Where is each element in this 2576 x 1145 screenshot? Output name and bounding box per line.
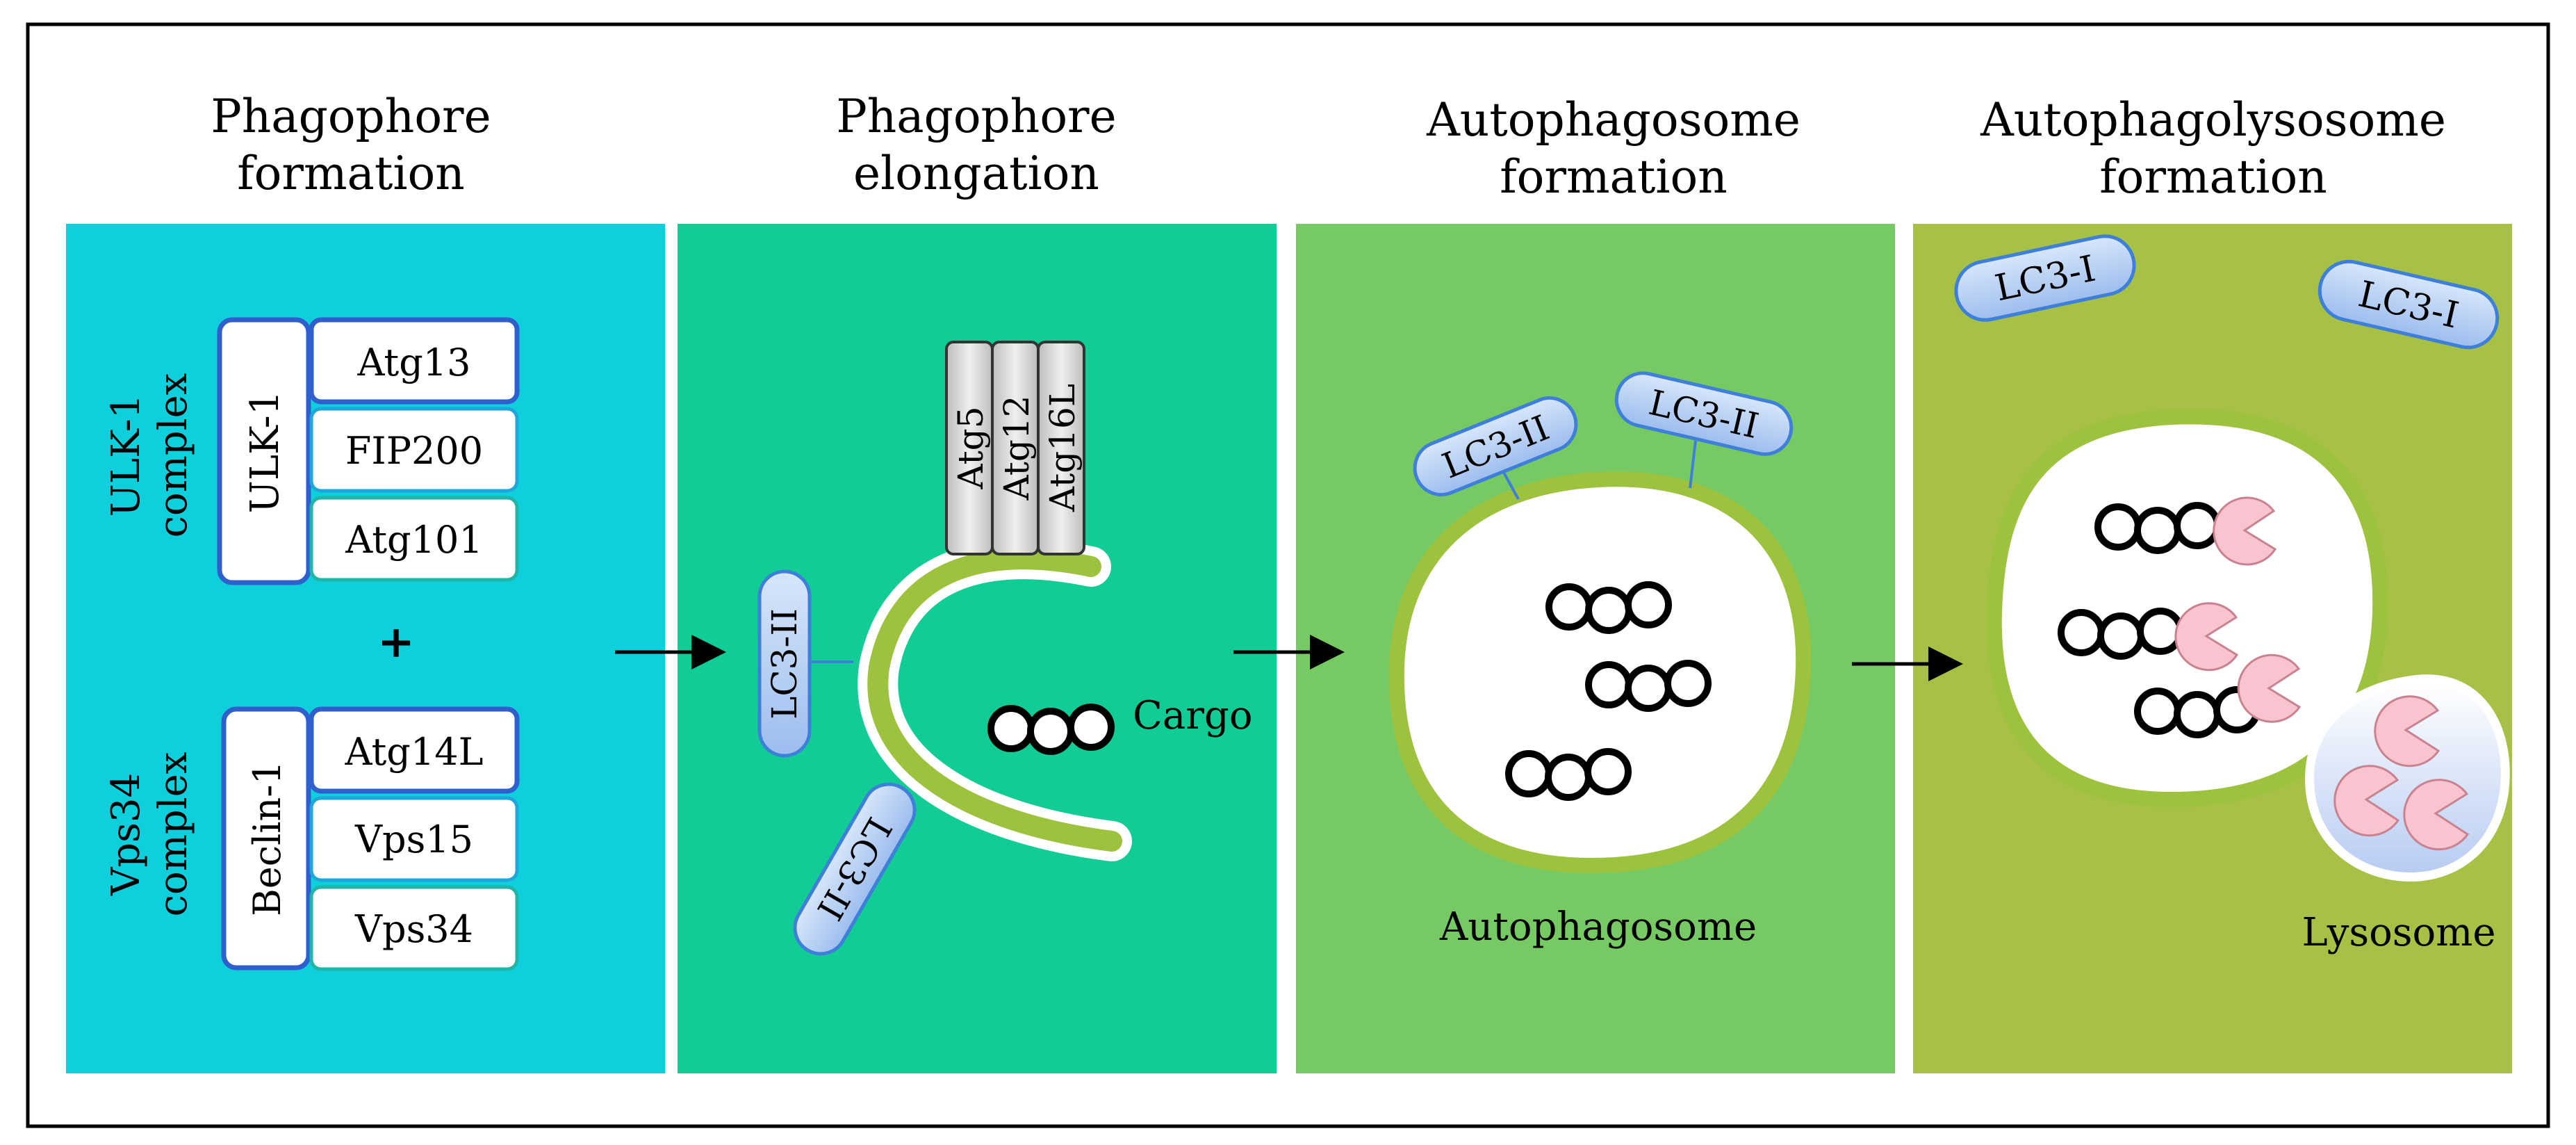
ulk-complex-label-line1: ULK-1	[104, 394, 149, 517]
lysosome	[2304, 674, 2510, 882]
vps34-box	[309, 885, 519, 971]
plus-sign: +	[377, 616, 415, 668]
stage3-title-line2: formation	[1500, 150, 1728, 204]
cargo-group-lysosome-2	[2058, 608, 2184, 660]
atg12-label: Atg12	[996, 396, 1037, 501]
stage1-title-line2: formation	[237, 147, 465, 200]
lc3-ii-upper-label: LC3-II	[764, 608, 805, 720]
atg5-atg12-atg16l-conjugate: Atg5 Atg12 Atg16L	[945, 341, 1085, 555]
vps34-complex: Vps34 complex Beclin-1 Atg14L Vps15 Vps3…	[104, 706, 520, 971]
stage4-title-line2: formation	[2099, 150, 2327, 204]
atg16l-label: Atg16L	[1042, 384, 1083, 512]
atg101-label: Atg101	[345, 518, 482, 562]
atg14l-box	[309, 706, 520, 794]
lc3-i-left: LC3-I	[1954, 234, 2136, 322]
stage2-title-line1: Phagophore	[836, 90, 1116, 143]
ulk-complex-label-line2: complex	[151, 373, 196, 538]
atg5-label: Atg5	[951, 406, 991, 489]
cargo-group-lysosome-1	[2094, 502, 2221, 554]
fip200-label: FIP200	[345, 429, 483, 473]
cargo-group-autophagosome-3	[1505, 748, 1632, 801]
fip200-box	[309, 407, 519, 493]
ulk1-core-box	[217, 317, 311, 585]
cargo-label: Cargo	[1133, 693, 1253, 738]
vps34-complex-label-line1: Vps34	[104, 773, 149, 896]
stage2-title-line2: elongation	[853, 147, 1099, 200]
lysosomal-enzyme-1	[2213, 496, 2277, 566]
phagophore-membrane	[858, 539, 1132, 861]
stage4-title-line1: Autophagolysosome	[1980, 93, 2446, 147]
lysosome-enzyme-c	[2403, 779, 2470, 851]
atg14l-label: Atg14L	[345, 730, 484, 774]
atg13-box	[309, 317, 520, 405]
vps34-label: Vps34	[354, 907, 473, 951]
cargo-group-elongation	[987, 704, 1115, 755]
lysosomal-enzyme-2	[2174, 602, 2239, 672]
lysosome-enzyme-a	[2374, 695, 2440, 768]
ulk1-core-label: ULK-1	[243, 391, 288, 514]
beclin1-core-box	[221, 706, 311, 971]
cargo-group-autophagosome-2	[1585, 660, 1712, 712]
atg13-label: Atg13	[356, 341, 470, 384]
lysosomal-enzyme-3	[2237, 653, 2302, 723]
stage1-title-line1: Phagophore	[211, 90, 491, 143]
autophagosome-label: Autophagosome	[1439, 904, 1757, 950]
ulk-complex: ULK-1 complex ULK-1 Atg13 FIP200 Atg101	[104, 317, 520, 585]
lysosome-label: Lysosome	[2302, 910, 2496, 955]
vps15-box	[309, 796, 519, 882]
lysosome-enzyme-b	[2333, 765, 2400, 837]
vps15-label: Vps15	[354, 818, 473, 861]
atg16l-box	[1037, 341, 1085, 555]
atg101-box	[309, 496, 519, 582]
beclin1-core-label: Beclin-1	[245, 761, 289, 916]
lc3-i-right: LC3-I	[2317, 259, 2500, 350]
vps34-complex-label-line2: complex	[151, 752, 196, 917]
stage3-title-line1: Autophagosome	[1426, 93, 1800, 147]
lc3-ii-upper: LC3-II	[757, 569, 853, 758]
cargo-group-autophagosome-1	[1545, 581, 1672, 634]
